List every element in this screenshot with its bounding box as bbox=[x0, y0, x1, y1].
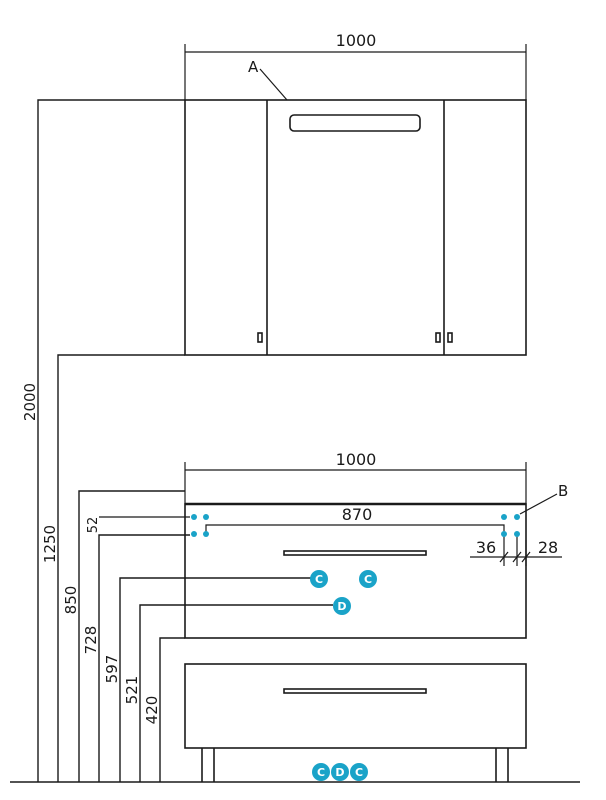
dim-leader-850 bbox=[78, 490, 185, 782]
fixing-point-top-right-1 bbox=[501, 514, 507, 520]
callout-a-label: A bbox=[248, 58, 259, 76]
fixing-point-bottom-left-2 bbox=[203, 531, 209, 537]
fixing-point-bottom-right-1 bbox=[501, 531, 507, 537]
lower-drawer-unit bbox=[184, 663, 527, 749]
dim-label-2000: 2000 bbox=[21, 383, 39, 421]
dim-leader-597 bbox=[119, 577, 312, 782]
svg-text:C: C bbox=[317, 766, 325, 779]
floor-marker-c-right: C bbox=[350, 763, 368, 781]
connection-marker-c-1: C bbox=[310, 570, 328, 588]
connection-marker-d: D bbox=[333, 597, 351, 615]
cabinet-light-lamp bbox=[289, 114, 421, 132]
dim-tick-offset-2 bbox=[512, 551, 522, 563]
dim-label-offset-36: 36 bbox=[476, 538, 496, 557]
floor-marker-c-left: C bbox=[312, 763, 330, 781]
cabinet-handle-left bbox=[257, 332, 263, 343]
svg-text:C: C bbox=[355, 766, 363, 779]
callout-b-leader bbox=[519, 493, 558, 515]
fixing-point-top-left-2 bbox=[203, 514, 209, 520]
dim-leader-420 bbox=[159, 637, 185, 782]
dim-leader-521 bbox=[139, 604, 333, 782]
cabinet-handle-center bbox=[435, 332, 441, 343]
upper-drawer-unit bbox=[184, 503, 527, 639]
floor-marker-d: D bbox=[331, 763, 349, 781]
mirror-cabinet bbox=[184, 99, 527, 356]
lower-drawer-handle bbox=[283, 688, 427, 694]
svg-text:D: D bbox=[335, 766, 344, 779]
dim-label-420: 420 bbox=[143, 696, 161, 725]
svg-text:D: D bbox=[337, 600, 346, 613]
dim-leader-1250 bbox=[57, 354, 185, 782]
dim-label-728: 728 bbox=[82, 626, 100, 655]
dim-label-top-width: 1000 bbox=[336, 31, 377, 50]
svg-text:C: C bbox=[364, 573, 372, 586]
dim-line-inner-width bbox=[205, 524, 505, 534]
dim-label-inner-width: 870 bbox=[342, 505, 373, 524]
dim-label-1250: 1250 bbox=[41, 525, 59, 563]
upper-drawer-handle bbox=[283, 550, 427, 556]
svg-text:C: C bbox=[315, 573, 323, 586]
fixing-point-bottom-right-2 bbox=[514, 531, 520, 537]
fixing-point-bottom-left-1 bbox=[191, 531, 197, 537]
callout-b-label: B bbox=[558, 482, 568, 500]
dim-label-521: 521 bbox=[123, 676, 141, 705]
dim-label-597: 597 bbox=[103, 655, 121, 684]
cabinet-handle-right bbox=[447, 332, 453, 343]
fixing-point-top-right-2 bbox=[514, 514, 520, 520]
connection-marker-c-2: C bbox=[359, 570, 377, 588]
fixing-point-top-left-1 bbox=[191, 514, 197, 520]
dim-tick-offset-1 bbox=[499, 551, 509, 563]
dim-label-offset-28: 28 bbox=[538, 538, 558, 557]
dim-leader-728 bbox=[98, 534, 190, 782]
dim-tick-offset-3 bbox=[521, 551, 531, 563]
dim-label-850: 850 bbox=[62, 586, 80, 615]
callout-a-leader bbox=[259, 68, 288, 101]
dim-label-middle-width: 1000 bbox=[336, 450, 377, 469]
dim-label-52: 52 bbox=[86, 517, 101, 534]
dim-leader-2000 bbox=[37, 99, 185, 782]
